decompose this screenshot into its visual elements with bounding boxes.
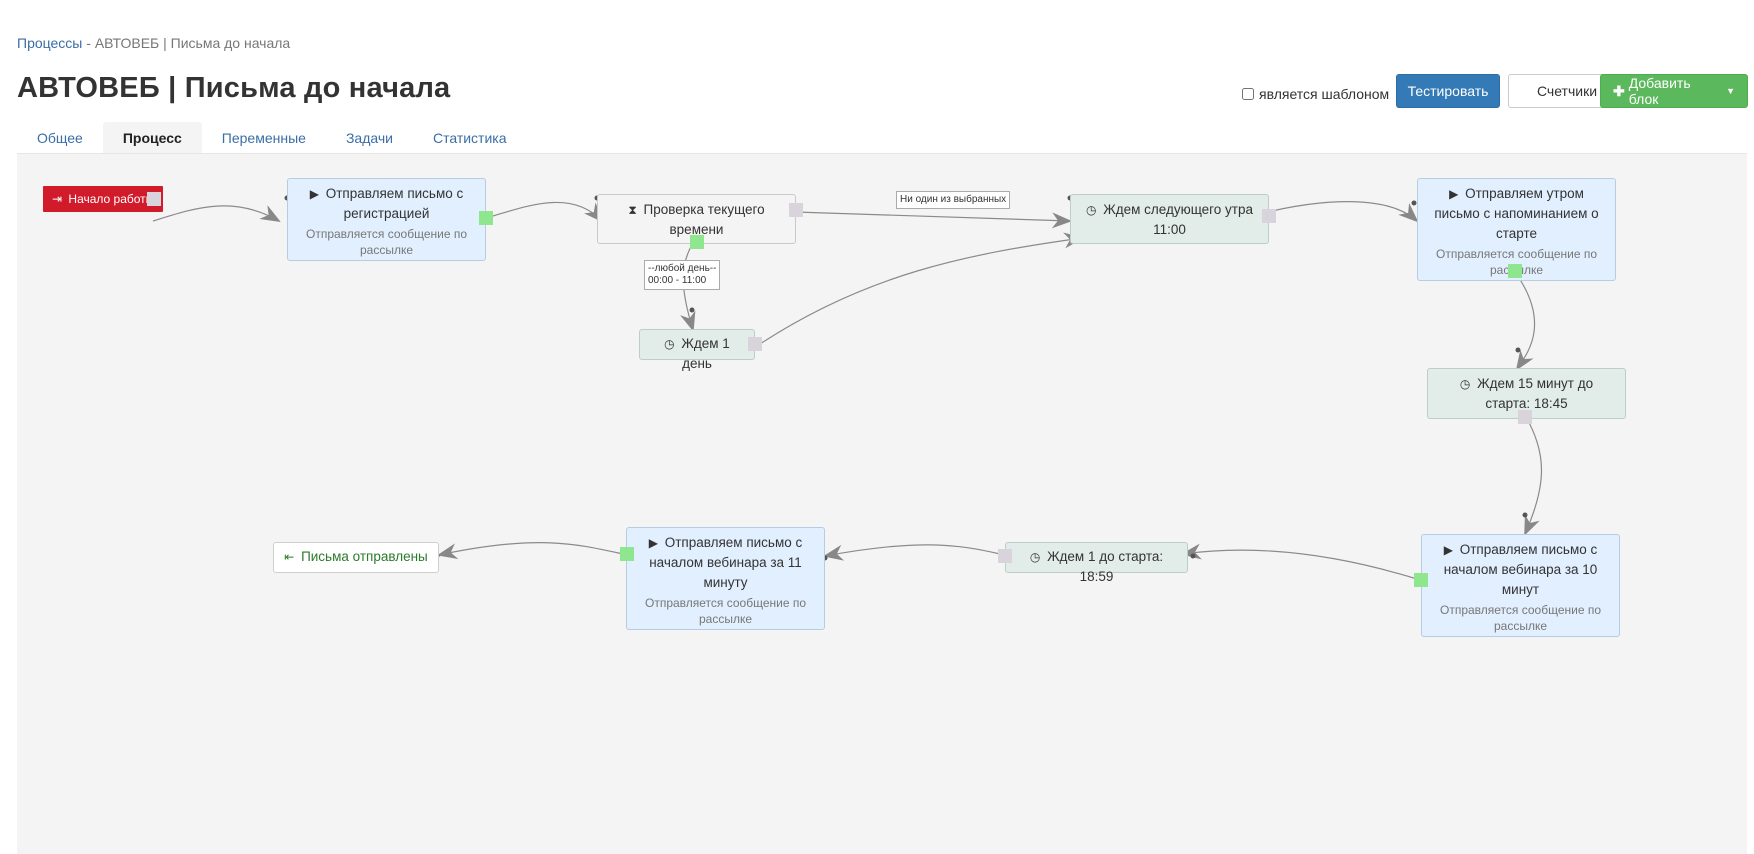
port-wait-morning-out[interactable] bbox=[1262, 209, 1276, 223]
edge-label-any-day-line1: --любой день-- bbox=[648, 263, 717, 274]
node-send-10-sub: Отправляется сообщение по рассылке bbox=[1439, 603, 1602, 633]
breadcrumb: Процессы - АВТОВЕБ | Письма до начала bbox=[17, 35, 290, 51]
play-icon: ▶ bbox=[309, 187, 319, 201]
breadcrumb-current: АВТОВЕБ | Письма до начала bbox=[94, 35, 291, 51]
clock-icon: ◷ bbox=[1085, 203, 1097, 217]
test-button[interactable]: Тестировать bbox=[1396, 74, 1500, 108]
node-send-morning[interactable]: ▶ Отправляем утром письмо с напоминанием… bbox=[1417, 178, 1616, 281]
edge-label-any-day-line2: 00:00 - 11:00 bbox=[648, 275, 707, 286]
node-send-10[interactable]: ▶ Отправляем письмо с началом вебинара з… bbox=[1421, 534, 1620, 637]
clock-icon: ◷ bbox=[664, 337, 675, 351]
wire-registration-to-check bbox=[492, 201, 604, 223]
node-send-morning-title: Отправляем утром письмо с напоминанием о… bbox=[1434, 186, 1599, 241]
node-wait-15-title: Ждем 15 минут до старта: 18:45 bbox=[1477, 376, 1594, 411]
tab-process[interactable]: Процесс bbox=[102, 122, 202, 153]
wire-start-to-registration bbox=[152, 205, 281, 222]
node-wait-day[interactable]: ◷ Ждем 1 день bbox=[639, 329, 755, 371]
wire-wait15-to-send10 bbox=[1524, 414, 1543, 536]
wire-send11-to-end bbox=[437, 542, 624, 560]
tab-variables[interactable]: Переменные bbox=[221, 129, 306, 146]
wire-send10-to-wait1 bbox=[1181, 543, 1421, 581]
node-check-time-title: Проверка текущего времени bbox=[643, 202, 765, 237]
wire-wait-day-to-wait-morning bbox=[759, 232, 1084, 345]
page-title: АВТОВЕБ | Письма до начала bbox=[17, 72, 451, 104]
node-wait-1[interactable]: ◷ Ждем 1 до старта: 18:59 bbox=[1005, 542, 1188, 584]
wire-check-to-wait-morning bbox=[794, 211, 1072, 229]
node-send-registration[interactable]: ▶ Отправляем письмо с регистрацией Отпра… bbox=[287, 178, 486, 261]
is-template-checkbox[interactable] bbox=[1242, 88, 1254, 100]
port-wait-day-out[interactable] bbox=[748, 337, 762, 351]
process-canvas[interactable]: ⇥ Начало работы ▶ Отправляем письмо с ре… bbox=[17, 153, 1747, 854]
port-send-morning-out[interactable] bbox=[1508, 264, 1522, 278]
node-start[interactable]: ⇥ Начало работы bbox=[43, 186, 164, 212]
add-block-button[interactable]: ✚ Добавить блок ▼ bbox=[1600, 74, 1748, 108]
node-wait-morning-title: Ждем следующего утра 11:00 bbox=[1103, 202, 1254, 237]
is-template-label: является шаблоном bbox=[1259, 86, 1390, 102]
node-wait-day-title: Ждем 1 день bbox=[681, 336, 730, 371]
node-send-11-sub: Отправляется сообщение по рассылке bbox=[644, 596, 807, 626]
tabs: Общее Процесс Переменные Задачи Статисти… bbox=[17, 122, 527, 153]
port-send-11-out[interactable] bbox=[620, 547, 634, 561]
port-send-registration-out[interactable] bbox=[479, 211, 493, 225]
port-wait-15-out[interactable] bbox=[1518, 410, 1532, 424]
port-wait-1-out[interactable] bbox=[998, 549, 1012, 563]
node-wait-morning[interactable]: ◷ Ждем следующего утра 11:00 bbox=[1070, 194, 1269, 244]
clock-icon: ◷ bbox=[1459, 377, 1471, 391]
node-start-label: Начало работы bbox=[68, 192, 155, 206]
is-template-checkbox-label[interactable]: является шаблоном bbox=[1242, 86, 1389, 102]
node-end-label: Письма отправлены bbox=[301, 549, 428, 564]
node-wait-1-title: Ждем 1 до старта: 18:59 bbox=[1047, 549, 1164, 584]
add-block-label: Добавить блок bbox=[1628, 75, 1691, 107]
wire-wait-morning-to-send-morning bbox=[1259, 201, 1419, 223]
tab-general[interactable]: Общее bbox=[37, 129, 83, 146]
port-start-out[interactable] bbox=[147, 192, 161, 206]
wire-wait1-to-send11 bbox=[823, 544, 1001, 561]
node-send-11[interactable]: ▶ Отправляем письмо с началом вебинара з… bbox=[626, 527, 825, 630]
hourglass-icon: ⧗ bbox=[628, 203, 637, 217]
node-send-registration-sub: Отправляется сообщение по рассылке bbox=[305, 227, 468, 257]
node-send-10-title: Отправляем письмо с началом вебинара за … bbox=[1443, 542, 1598, 597]
plus-icon: ✚ bbox=[1613, 82, 1625, 99]
tab-tasks[interactable]: Задачи bbox=[345, 129, 393, 146]
breadcrumb-separator: - bbox=[86, 35, 91, 51]
node-send-registration-title: Отправляем письмо с регистрацией bbox=[325, 186, 464, 221]
port-check-time-condition[interactable] bbox=[690, 235, 704, 249]
node-wait-15[interactable]: ◷ Ждем 15 минут до старта: 18:45 bbox=[1427, 368, 1626, 419]
port-send-10-out[interactable] bbox=[1414, 573, 1428, 587]
edge-label-none-selected: Ни один из выбранных bbox=[896, 191, 1011, 209]
caret-down-icon: ▼ bbox=[1726, 86, 1735, 96]
play-icon: ▶ bbox=[1443, 543, 1453, 557]
sign-out-icon: ⇤ bbox=[284, 550, 295, 564]
node-send-11-title: Отправляем письмо с началом вебинара за … bbox=[649, 535, 803, 590]
wire-send-morning-to-wait15 bbox=[1514, 271, 1536, 371]
port-check-time-out[interactable] bbox=[789, 203, 803, 217]
edge-label-any-day: --любой день-- 00:00 - 11:00 bbox=[644, 260, 721, 290]
play-icon: ▶ bbox=[1449, 187, 1459, 201]
sign-in-icon: ⇥ bbox=[52, 192, 63, 206]
tab-statistics[interactable]: Статистика bbox=[432, 129, 507, 146]
node-end[interactable]: ⇤ Письма отправлены bbox=[273, 542, 439, 573]
play-icon: ▶ bbox=[648, 536, 658, 550]
breadcrumb-processes-link[interactable]: Процессы bbox=[17, 35, 83, 51]
clock-icon: ◷ bbox=[1029, 550, 1041, 564]
